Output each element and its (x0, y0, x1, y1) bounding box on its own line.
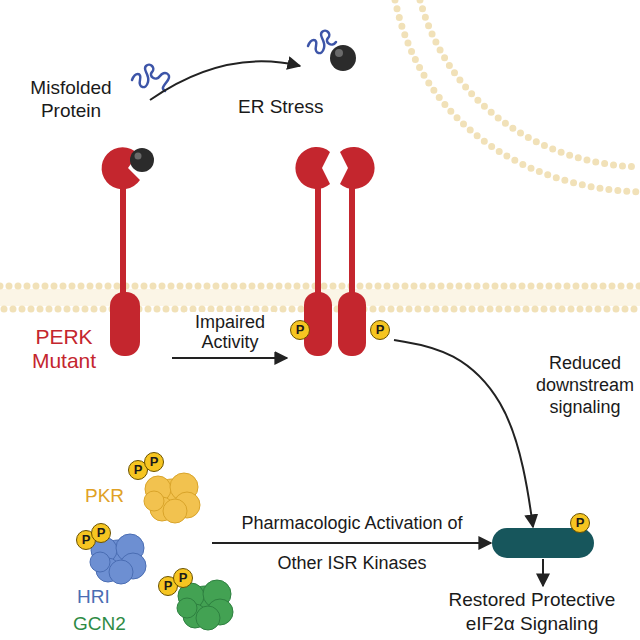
phospho-mark: P (173, 568, 193, 588)
protein-label-node: Misfolded Protein (15, 76, 127, 122)
signal-arrow (542, 559, 544, 586)
arrow-label: Impaired Activity (185, 312, 275, 352)
signal-arrow (172, 357, 287, 359)
blob-lobe (90, 552, 110, 572)
kinase-name: HRI (77, 586, 110, 608)
process-label: ER Stress (238, 96, 324, 118)
signal-arrow (212, 542, 491, 544)
kinase-name: GCN2 (73, 613, 126, 635)
perk-mutant-node: PERK Mutant (20, 140, 170, 380)
er-membrane (0, 0, 640, 309)
node-text: Restored Protective eIF2α Signaling (432, 588, 632, 636)
phospho-mark: P (370, 320, 390, 340)
node-text: Misfolded Protein (15, 76, 127, 122)
phospho-mark: P (91, 523, 111, 543)
kinase-name: PKR (85, 485, 124, 507)
er-stress-arrow (150, 61, 300, 100)
perk-monomer (102, 147, 140, 356)
outcome-node: Restored Protective eIF2α Signaling (432, 588, 632, 636)
eif2a-node: P (492, 528, 594, 558)
blob-lobe (196, 606, 220, 630)
bound-protein (308, 31, 356, 71)
pkr-structure (144, 473, 200, 523)
blob-lobe (163, 499, 187, 523)
pkr-node: PKRPP (85, 455, 205, 525)
gcn2-node: GCN2PP (65, 575, 245, 637)
perk-dimer-node: PP (288, 140, 392, 365)
signal-arrow (394, 340, 533, 527)
blob-lobe (144, 491, 164, 511)
phospho-mark: P (290, 320, 310, 340)
blob-lobe (177, 598, 197, 618)
phospho-mark: P (144, 452, 164, 472)
misfolded-protein (132, 65, 169, 91)
chaperone-ball (130, 148, 154, 172)
mutant-label: PERK Mutant (20, 325, 108, 373)
arrow-label: Pharmacologic Activation of Other ISR Ki… (222, 503, 482, 583)
blob-lobe (109, 560, 133, 584)
arrow-label: Reduced downstream signaling (535, 352, 635, 418)
phospho-mark: P (570, 513, 590, 533)
